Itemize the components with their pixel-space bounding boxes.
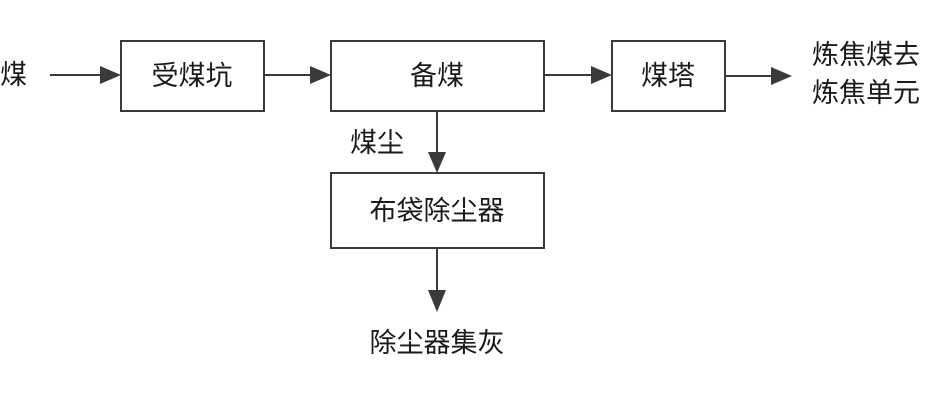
node-coal-tower-label: 煤塔 bbox=[641, 61, 695, 92]
edge-coal-prep-to-bag-filter bbox=[428, 111, 446, 173]
edge-bag-filter-to-ash bbox=[428, 248, 446, 312]
node-receiving-pit: 受煤坑 bbox=[120, 40, 265, 112]
edge-receiving-pit-to-coal-prep bbox=[264, 66, 331, 84]
output-label-line2: 炼焦单元 bbox=[812, 78, 920, 109]
node-coal-tower: 煤塔 bbox=[611, 40, 726, 112]
edge-label-coal-dust: 煤尘 bbox=[350, 128, 404, 159]
node-coal-prep-label: 备煤 bbox=[410, 61, 464, 92]
input-coal-label: 煤 bbox=[0, 60, 27, 91]
ash-output-label: 除尘器集灰 bbox=[370, 328, 505, 359]
edge-coal-prep-to-coal-tower bbox=[544, 66, 612, 84]
node-receiving-pit-label: 受煤坑 bbox=[152, 61, 233, 92]
output-label-line1: 炼焦煤去 bbox=[812, 40, 920, 71]
edge-coal-tower-to-output bbox=[725, 67, 792, 85]
node-coal-prep: 备煤 bbox=[330, 40, 545, 112]
edge-input-to-receiving-pit bbox=[50, 66, 121, 84]
node-bag-filter: 布袋除尘器 bbox=[330, 172, 545, 249]
node-bag-filter-box bbox=[330, 172, 545, 249]
node-bag-filter-label: 布袋除尘器 bbox=[370, 196, 505, 227]
node-coal-tower-box bbox=[611, 40, 726, 112]
node-coal-prep-box bbox=[330, 40, 545, 112]
